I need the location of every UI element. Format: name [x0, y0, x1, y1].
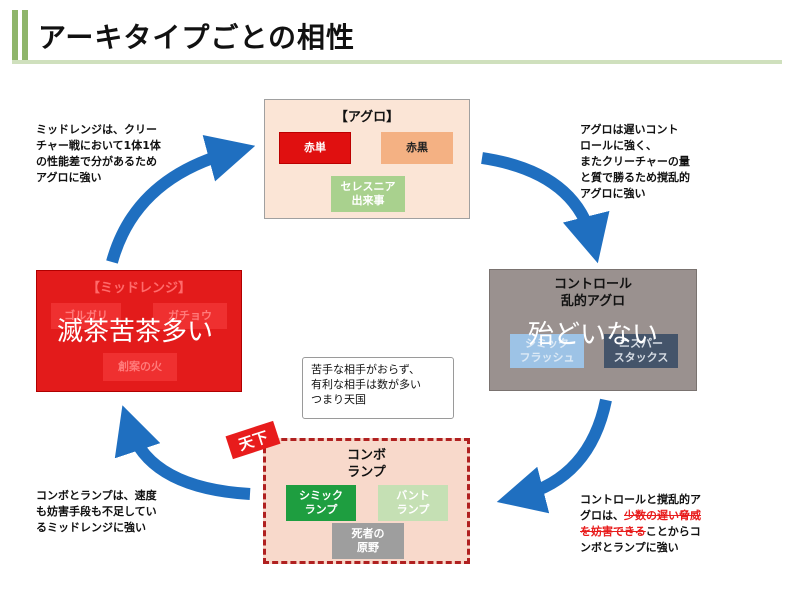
note-combo-beats-midrange: コンボとランプは、速度 も妨害手段も不足してい るミッドレンジに強い [36, 489, 157, 534]
arrow-midrange-to-aggro [106, 135, 256, 264]
control-overlay-text: 殆どいない [528, 320, 659, 350]
title-bar: アーキタイプごとの相性 [12, 10, 782, 64]
deck-chip-selesnya-adventure: セレスニア 出来事 [331, 176, 405, 212]
arrow-combo-to-midrange [114, 405, 251, 500]
deck-chip-field-of-the-dead: 死者の 原野 [332, 523, 404, 559]
arrow-aggro-to-control [481, 152, 610, 264]
note-text: ことからコ ンボとランプに強い [580, 525, 701, 554]
title-accent-bar [12, 10, 18, 60]
note-control-beats-combo: コントロールと撹乱的ア グロは、少数の遅い脅威 を妨害できることからコ ンボとラ… [580, 492, 701, 556]
control-title: コントロール 乱的アグロ [553, 277, 632, 309]
midrange-box: 【ミッドレンジ】 ゴルガリ ガチョウ 創案の火 滅茶苦茶多い [36, 270, 242, 392]
combo-title: コンボ ランプ [346, 448, 386, 480]
note-text: コントロールと撹乱的ア グロは、 [580, 493, 701, 522]
struck-text: 少数の遅い脅威 [624, 509, 701, 522]
deck-chip-goose: ガチョウ [153, 303, 227, 329]
title-underline [12, 60, 782, 64]
arrow-control-to-combo [496, 398, 612, 514]
deck-chip-simic-flash: シミック フラッシュ [510, 334, 584, 368]
deck-chip-fires: 創案の火 [103, 353, 177, 381]
deck-chip-bant-ramp: バント ランプ [378, 485, 448, 521]
callout-note: 苦手な相手がおらず、 有利な相手は数が多い つまり天国 [302, 357, 454, 419]
page-title: アーキタイプごとの相性 [38, 21, 356, 54]
combo-box: コンボ ランプ シミック ランプ バント ランプ 死者の 原野 [263, 438, 470, 564]
deck-chip-mono-red: 赤単 [279, 132, 351, 164]
deck-chip-golgari: ゴルガリ [51, 303, 121, 329]
deck-chip-rakdos: 赤黒 [381, 132, 453, 164]
midrange-overlay-text: 滅茶苦茶多い [57, 317, 214, 347]
deck-chip-esper-stax: ニスパー スタックス [604, 334, 678, 368]
control-box: コントロール 乱的アグロ シミック フラッシュ ニスパー スタックス 殆どいない [489, 269, 697, 391]
aggro-title: 【アグロ】 [334, 110, 400, 125]
note-midrange-beats-aggro: ミッドレンジは、クリー チャー戦において1体1体 の性能差で分があるため アグロ… [36, 123, 161, 184]
midrange-title: 【ミッドレンジ】 [86, 281, 191, 296]
title-accent-bar [22, 10, 28, 60]
deck-chip-simic-ramp: シミック ランプ [286, 485, 356, 521]
note-aggro-beats-control: アグロは遅いコント ロールに強く、 またクリーチャーの量 と質で勝るため撹乱的 … [580, 123, 690, 200]
struck-text: を妨害できる [580, 525, 646, 538]
aggro-box: 【アグロ】 赤単 赤黒 セレスニア 出来事 [264, 99, 470, 219]
